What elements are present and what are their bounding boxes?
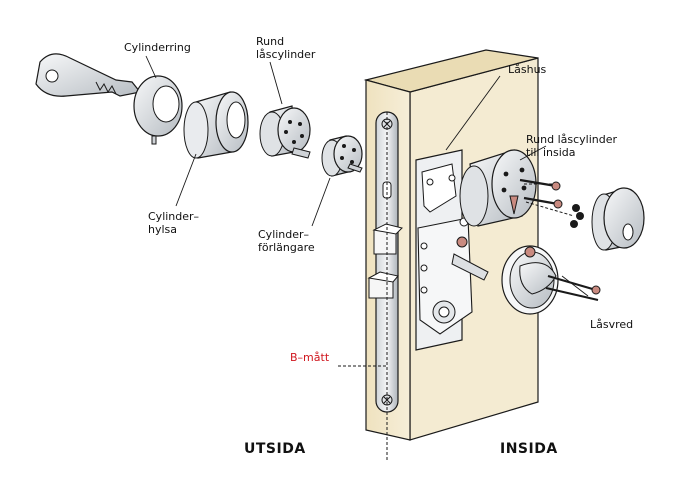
leader-lines — [145, 55, 589, 297]
thumb-turn-part — [501, 245, 601, 315]
lock-case — [415, 149, 489, 351]
label-inside: INSIDA — [500, 441, 558, 457]
label-rund-lascylinder-insida: Rund låscylinder till insida — [526, 133, 618, 159]
inside-cylinder-cap-part — [591, 187, 645, 251]
round-cylinder-inside-part — [459, 149, 584, 228]
label-lasvred: Låsvred — [590, 318, 634, 331]
cylinder-extension-part — [321, 135, 363, 177]
label-b-matt: B–mått — [290, 351, 330, 364]
key — [35, 53, 142, 97]
label-rund-lascylinder: Rund låscylinder — [256, 35, 316, 61]
label-cylinderhylsa: Cylinder– hylsa — [148, 210, 200, 236]
cylinder-ring-part — [133, 75, 183, 145]
label-outside: UTSIDA — [244, 441, 306, 457]
b-measure-line — [338, 112, 388, 462]
cylinder-sleeve-part — [183, 91, 249, 159]
label-cylinderforlangare: Cylinder– förlängare — [258, 228, 315, 254]
round-cylinder-outside-part — [259, 105, 311, 159]
label-cylinderring: Cylinderring — [124, 41, 191, 54]
label-lashus: Låshus — [508, 63, 547, 76]
